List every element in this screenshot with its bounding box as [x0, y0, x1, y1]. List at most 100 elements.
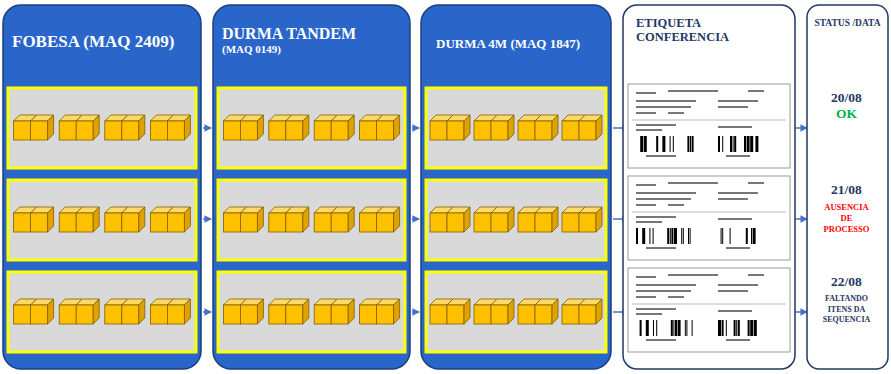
cube-front [167, 305, 184, 324]
cube-side [508, 299, 514, 324]
label-line [718, 198, 748, 200]
status-panel [807, 5, 888, 369]
barcode-bar [644, 136, 647, 152]
part-group [360, 299, 400, 324]
cube-front [535, 305, 552, 324]
status-entry: 21/08AUSENCIA DE PROCESSO [808, 182, 885, 235]
label-line [646, 155, 676, 157]
barcode-bar [683, 228, 684, 244]
column-illustration [212, 4, 411, 370]
barcode-bar [734, 320, 736, 336]
part-group [430, 299, 470, 324]
flow-arrow [203, 127, 211, 129]
column-title: ETIQUETA CONFERENCIA [636, 16, 756, 45]
machine-panel [213, 5, 410, 369]
cube-side [596, 115, 602, 140]
cube-side [394, 115, 400, 140]
column-title: STATUS /DATA [808, 18, 887, 29]
label-card [628, 268, 790, 352]
machine-column: DURMA 4M (MAQ 1847) [420, 4, 612, 370]
part-group [105, 115, 145, 140]
part-group [474, 299, 514, 324]
label-line [718, 100, 758, 102]
sequence-row [8, 88, 196, 168]
part-group [59, 207, 99, 232]
label-line [718, 290, 748, 292]
cube-front [491, 121, 508, 140]
cube-side [596, 299, 602, 324]
cube-front [377, 213, 394, 232]
cube-side [184, 299, 190, 324]
label-divider [632, 120, 786, 121]
label-line [636, 192, 696, 194]
cube-front [518, 213, 535, 232]
flow-arrow [203, 311, 211, 313]
machine-column: DURMA TANDEM(MAQ 0149) [212, 4, 411, 370]
cube-front [447, 305, 464, 324]
barcode-bar [674, 228, 677, 244]
cube-front [562, 213, 579, 232]
barcode-bar [673, 136, 674, 152]
cube-front [474, 305, 491, 324]
cube-front [14, 213, 31, 232]
cube-front [76, 305, 93, 324]
cube-front [286, 121, 303, 140]
barcode-bar [662, 136, 665, 152]
part-group [150, 299, 190, 324]
cube-front [150, 121, 167, 140]
label-line [636, 112, 656, 114]
part-group [314, 299, 354, 324]
barcode-bar [673, 320, 674, 336]
part-group [562, 299, 602, 324]
status-date: 22/08 [808, 274, 885, 290]
sequence-row [218, 88, 405, 168]
cube-front [430, 121, 447, 140]
cube-side [257, 207, 263, 232]
machine-column: FOBESA (MAQ 2409) [2, 4, 202, 370]
cube-front [518, 305, 535, 324]
cube-side [394, 299, 400, 324]
part-group [59, 299, 99, 324]
barcode-bar [646, 320, 649, 336]
status-entry: 20/08OK [808, 90, 885, 122]
cube-side [303, 207, 309, 232]
cube-front [360, 121, 377, 140]
label-line [668, 90, 718, 92]
cube-front [314, 121, 331, 140]
label-line [636, 284, 696, 286]
cube-front [240, 305, 257, 324]
status-text: AUSENCIA DE PROCESSO [819, 202, 875, 235]
barcode-bar [670, 136, 671, 152]
cube-side [464, 115, 470, 140]
cube-side [552, 299, 558, 324]
barcode-bar [748, 320, 750, 336]
cube-front [167, 121, 184, 140]
part-group [14, 207, 54, 232]
barcode-bar [730, 136, 732, 152]
cube-front [223, 305, 240, 324]
cube-front [223, 213, 240, 232]
cube-front [31, 121, 48, 140]
barcode-bar [671, 320, 673, 336]
cube-front [14, 121, 31, 140]
part-group [223, 115, 263, 140]
barcode-bar [653, 228, 654, 244]
cube-front [150, 305, 167, 324]
label-card [628, 176, 790, 260]
machine-panel [3, 5, 201, 369]
label-line [668, 204, 684, 206]
label-line [718, 106, 748, 108]
barcode-bar [747, 136, 750, 152]
cube-front [331, 121, 348, 140]
label-line [636, 204, 656, 206]
label-divider [632, 212, 786, 213]
barcode-bar [721, 228, 722, 244]
part-group [562, 207, 602, 232]
cube-front [286, 213, 303, 232]
part-group [360, 207, 400, 232]
cube-front [491, 213, 508, 232]
barcode-bar [692, 136, 694, 152]
cube-side [394, 207, 400, 232]
barcode-bar [687, 136, 689, 152]
label-line [646, 339, 676, 341]
